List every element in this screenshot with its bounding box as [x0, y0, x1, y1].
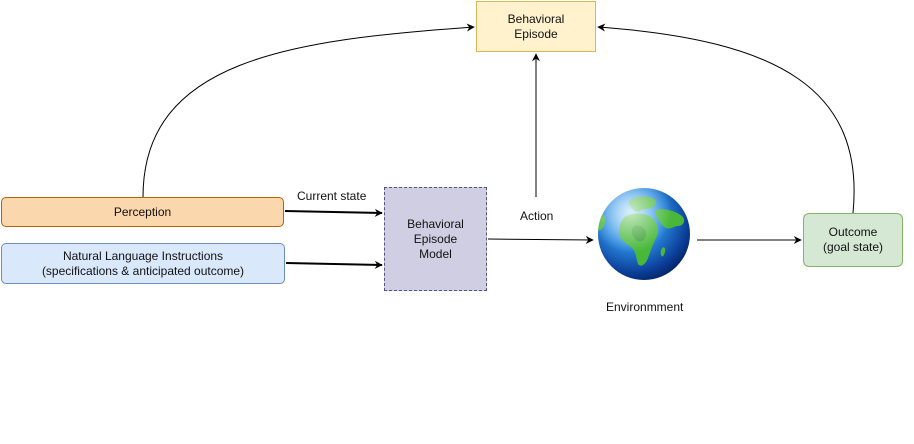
edge-instructions-to-model	[285, 260, 383, 269]
action-label: Action	[520, 209, 554, 223]
current-state-label: Current state	[297, 189, 367, 203]
outcome-node[interactable]: Outcome (goal state)	[803, 213, 903, 267]
behavioral-episode-line1: Behavioral	[507, 11, 565, 26]
model-line2: Episode	[413, 231, 458, 246]
edge-model-to-environment	[487, 235, 594, 244]
instructions-line2: (specifications & anticipated outcome)	[41, 263, 245, 278]
perception-node[interactable]: Perception	[1, 197, 284, 227]
model-line1: Behavioral	[407, 216, 464, 231]
edge-perception-to-model	[284, 208, 383, 217]
outcome-line1: Outcome	[828, 225, 878, 239]
behavioral-episode-line2: Episode	[514, 26, 558, 41]
outcome-line2: (goal state)	[822, 240, 884, 254]
instructions-line1: Natural Language Instructions	[62, 248, 224, 263]
model-line3: Model	[419, 246, 452, 261]
globe-icon[interactable]	[596, 186, 692, 282]
edge-perception-to-episode	[142, 23, 475, 198]
behavioral-episode-node[interactable]: Behavioral Episode	[476, 1, 596, 52]
environment-label: Environmment	[606, 300, 684, 314]
instructions-node[interactable]: Natural Language Instructions (specifica…	[1, 243, 285, 284]
edge-outcome-to-episode	[597, 23, 855, 214]
perception-label: Perception	[113, 204, 172, 219]
behavioral-episode-model-node[interactable]: Behavioral Episode Model	[384, 187, 487, 291]
